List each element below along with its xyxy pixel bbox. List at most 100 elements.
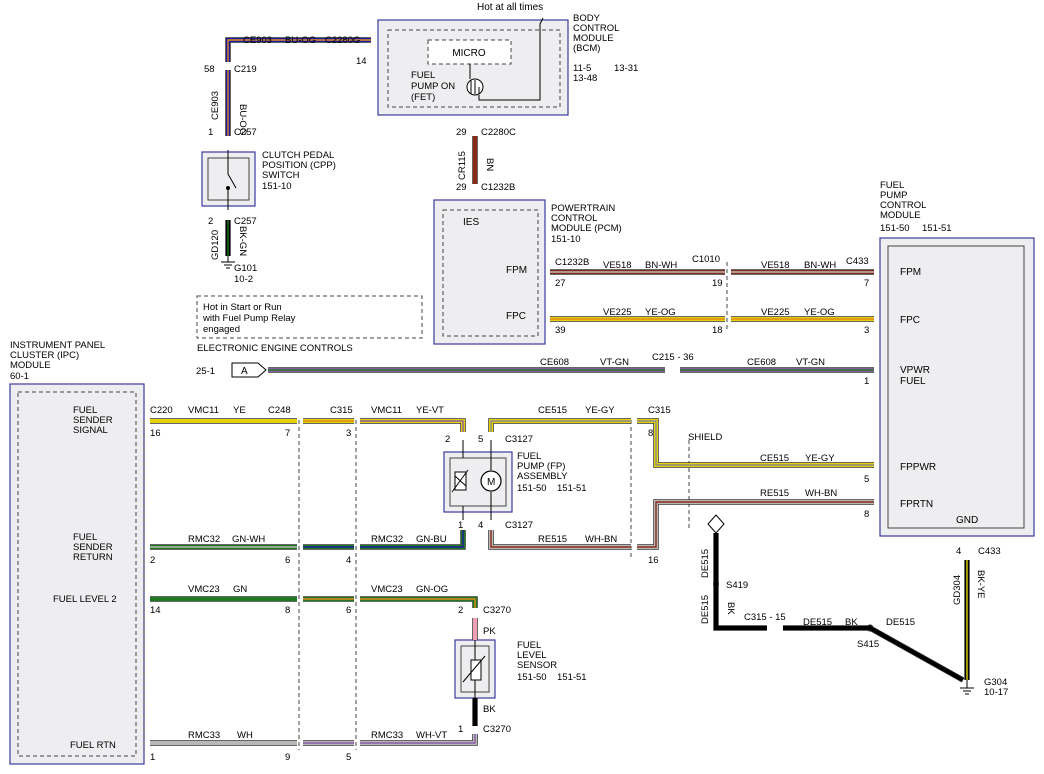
fp-ref-2: 151-51 bbox=[557, 483, 587, 494]
wire-label: RE515 bbox=[538, 534, 567, 545]
ipc-fuel-rtn: FUEL RTN bbox=[70, 740, 116, 751]
shield-label: SHIELD bbox=[688, 432, 722, 443]
wire-label: 19 bbox=[712, 278, 723, 289]
wire-label: C1232B bbox=[481, 182, 515, 193]
connector-a-tag bbox=[231, 362, 267, 378]
wire-label: 4 bbox=[956, 546, 961, 557]
wire-label: WH-BN bbox=[585, 534, 617, 545]
wire-label: C3127 bbox=[505, 520, 533, 531]
cpp-title-1: CLUTCH PEDAL bbox=[262, 150, 334, 161]
wire-label: 2 bbox=[150, 555, 155, 566]
wire-label: 1 bbox=[458, 520, 463, 531]
wire-label: 14 bbox=[150, 605, 161, 616]
wire-label: C433 bbox=[978, 546, 1001, 557]
wire-label: VMC11 bbox=[371, 405, 402, 416]
fls-title-2: LEVEL bbox=[517, 650, 547, 661]
fpcm-fprtn-label: FPRTN bbox=[900, 499, 933, 510]
wire-label: 8 bbox=[285, 605, 290, 616]
wire-label: VT-GN bbox=[796, 357, 825, 368]
level-sensor-wiper bbox=[462, 640, 486, 700]
wire-label: 7 bbox=[285, 428, 290, 439]
wire-label: VE518 bbox=[603, 260, 632, 271]
wire-label: C2280G bbox=[325, 35, 360, 46]
wire-label: 6 bbox=[346, 605, 351, 616]
wire-label: CE515 bbox=[538, 405, 567, 416]
fuel-pump-on-label-1: FUEL bbox=[411, 70, 435, 81]
wire-label: BK-YE bbox=[975, 570, 986, 599]
wire-label: BK-GN bbox=[237, 226, 248, 256]
wire-ce515-b bbox=[637, 419, 874, 467]
bcm-ref-2: 13-31 bbox=[614, 63, 638, 74]
fpcm-inner-boundary bbox=[887, 245, 1025, 529]
wire-label: C248 bbox=[268, 405, 291, 416]
wire-tracer-bcm-cpp-top bbox=[227, 39, 371, 62]
wire-outline-ce515-b bbox=[637, 418, 874, 468]
fp-title-1: FUEL bbox=[517, 451, 541, 462]
wire-label: 7 bbox=[864, 278, 869, 289]
wire-label: 3 bbox=[346, 428, 351, 439]
fuel-pump-on-label-3: (FET) bbox=[411, 92, 435, 103]
fuel-pump-control-module-box bbox=[879, 237, 1035, 537]
wire-label: BK bbox=[483, 704, 496, 715]
fls-title-1: FUEL bbox=[517, 640, 541, 651]
wire-label: BN bbox=[484, 158, 495, 171]
wire-label: 10-2 bbox=[234, 274, 253, 285]
ipc-fuel-sender-return-3: RETURN bbox=[73, 552, 113, 563]
wire-re515-b bbox=[637, 500, 874, 549]
wire-label: 6 bbox=[285, 555, 290, 566]
wire-label: RMC33 bbox=[371, 730, 403, 741]
wire-label: WH-BN bbox=[805, 488, 837, 499]
wire-label: GN-OG bbox=[416, 584, 448, 595]
splice-diamond-icon bbox=[707, 514, 725, 534]
hot-at-all-times-label: Hot at all times bbox=[477, 2, 543, 13]
wire-label: VMC11 bbox=[188, 405, 219, 416]
wire-label: BK bbox=[845, 617, 858, 628]
wire-tracer-re515-b bbox=[637, 501, 874, 548]
hot-at-all-times-line bbox=[478, 17, 544, 101]
wire-tracer-vmc23-3 bbox=[360, 598, 476, 608]
fpcm-fpm-label: FPM bbox=[900, 267, 921, 278]
wire-label: CE515 bbox=[760, 453, 789, 464]
fp-ref-1: 151-50 bbox=[517, 483, 547, 494]
ipc-fuel-sender-return-2: SENDER bbox=[73, 542, 113, 553]
wire-label: C315 bbox=[330, 405, 353, 416]
wire-de515-a bbox=[714, 533, 767, 630]
cpp-title-3: SWITCH bbox=[262, 170, 300, 181]
wire-label: RMC32 bbox=[371, 534, 403, 545]
bcm-inner-boundary bbox=[387, 29, 561, 108]
wire-label: 27 bbox=[555, 278, 566, 289]
eec-label: ELECTRONIC ENGINE CONTROLS bbox=[197, 343, 353, 354]
wire-vmc11-3 bbox=[360, 419, 465, 432]
bcm-ref-3: 13-48 bbox=[573, 73, 597, 84]
wire-label: GD120 bbox=[210, 230, 221, 260]
wire-label: 4 bbox=[346, 555, 351, 566]
wire-label: VE225 bbox=[603, 307, 632, 318]
wire-label: 8 bbox=[864, 509, 869, 520]
wire-label: 5 bbox=[478, 434, 483, 445]
cpp-ref: 151-10 bbox=[262, 181, 292, 192]
powertrain-control-module-box bbox=[433, 199, 546, 345]
ipc-inner-boundary bbox=[17, 391, 137, 757]
pcm-inner-boundary bbox=[442, 209, 539, 337]
connector-dividers bbox=[143, 262, 728, 750]
wire-label: 2 bbox=[458, 605, 463, 616]
fuel-pump-internal-wires bbox=[462, 440, 492, 520]
wire-label: 1 bbox=[150, 752, 155, 763]
ipc-title-1: INSTRUMENT PANEL bbox=[10, 340, 105, 351]
wire-tracer-rmc32-3 bbox=[360, 530, 464, 548]
relay-note-1: Hot in Start or Run bbox=[203, 302, 282, 313]
ipc-fuel-sender-signal-2: SENDER bbox=[73, 415, 113, 426]
wire-label: 5 bbox=[864, 474, 869, 485]
fpcm-gnd-label: GND bbox=[956, 515, 978, 526]
wire-layer bbox=[150, 37, 970, 746]
wire-label: GN-BU bbox=[416, 534, 447, 545]
bcm-ref-1: 11-5 bbox=[573, 63, 591, 74]
wire-label: 1 bbox=[208, 127, 213, 138]
wire-label: GN-WH bbox=[232, 534, 265, 545]
wire-tracer-vmc11-3 bbox=[360, 420, 464, 432]
motor-m-label: M bbox=[487, 477, 495, 488]
wire-label: RMC33 bbox=[188, 730, 220, 741]
wire-label: DE515 bbox=[700, 595, 711, 624]
fp-title-3: ASSEMBLY bbox=[517, 471, 568, 482]
wire-label: 29 bbox=[456, 127, 467, 138]
